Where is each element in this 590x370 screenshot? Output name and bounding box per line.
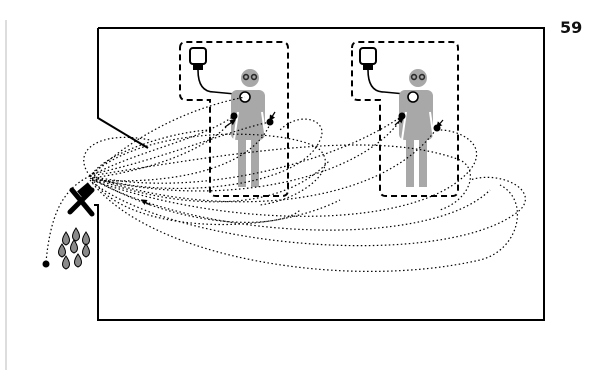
pathway-arrows <box>140 111 444 206</box>
movement-pathways <box>45 96 526 272</box>
room-outline <box>94 27 545 321</box>
water-drop-icon <box>58 227 90 270</box>
catheter-site-marker <box>407 91 419 103</box>
start-point-marker <box>42 260 50 268</box>
contact-point-marker <box>433 124 441 132</box>
patient-zone-1 <box>179 41 289 197</box>
page-number: 59 <box>560 18 583 37</box>
patient-icon <box>399 69 435 187</box>
hand-rub-icon <box>67 182 95 217</box>
patient-icon <box>231 69 267 187</box>
iv-bag-icon <box>189 47 236 95</box>
patient-zone-2 <box>351 41 459 197</box>
iv-bag-icon <box>359 47 406 95</box>
